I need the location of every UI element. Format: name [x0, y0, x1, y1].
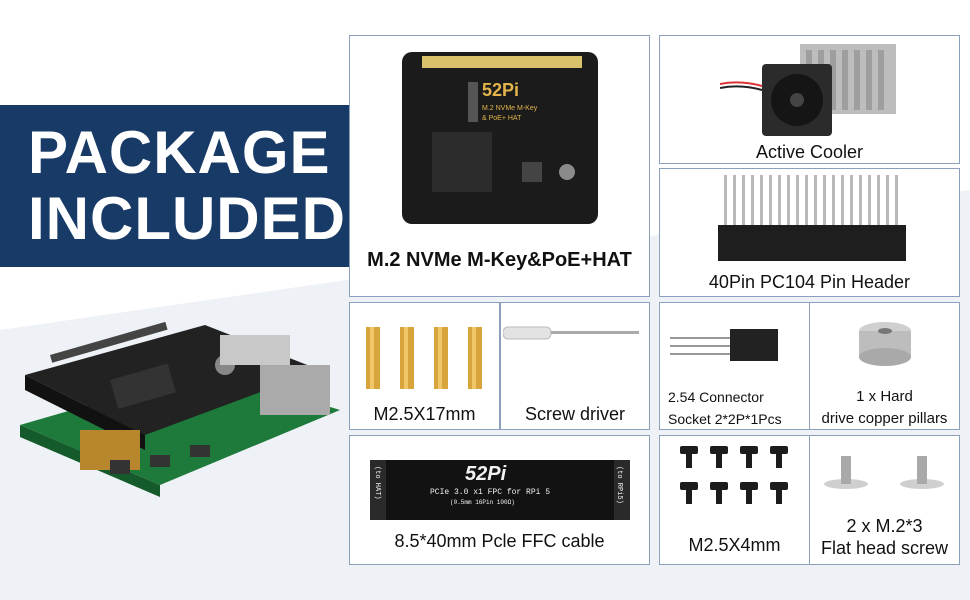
- pin-header-box: 40Pin PC104 Pin Header: [659, 168, 960, 297]
- copper-pillar-box: 1 x Hard drive copper pillars: [809, 302, 960, 430]
- active-cooler-image: [720, 44, 896, 136]
- flat-screw-line-2: Flat head screw: [820, 538, 949, 558]
- hat-board-image: 52Pi M.2 NVMe M-Key & PoE+ HAT: [402, 52, 598, 224]
- standoffs-box: M2.5X17mm: [349, 302, 500, 430]
- flat-head-screws-box: 2 x M.2*3 Flat head screw: [809, 435, 960, 565]
- connector-socket-box: 2.54 Connector Socket 2*2P*1Pcs: [659, 302, 810, 430]
- connector-line-1: 2.54 Connector: [668, 389, 764, 405]
- connector-socket-image: [670, 329, 778, 361]
- connector-line-2: Socket 2*2P*1Pcs: [668, 411, 782, 427]
- ffc-subtext: (0.5mm 16Pin 100Ω): [450, 499, 515, 506]
- banner-line-2: INCLUDED: [28, 185, 346, 252]
- banner-line-1: PACKAGE: [28, 119, 331, 186]
- hat-board-sub2: & PoE+ HAT: [482, 115, 522, 122]
- ffc-brand: 52Pi: [465, 463, 507, 485]
- hat-board-brand: 52Pi: [482, 80, 519, 100]
- screws-box: M2.5X4mm: [659, 435, 810, 565]
- ffc-end-right: (to RPi5): [615, 466, 623, 504]
- copper-pillar-image: [859, 322, 911, 366]
- standoff-label: M2.5X17mm: [373, 404, 476, 424]
- pillar-line-2: drive copper pillars: [821, 410, 948, 427]
- screws-label: M2.5X4mm: [688, 535, 781, 555]
- screwdriver-box: Screw driver: [500, 302, 650, 430]
- hat-board-box: 52Pi M.2 NVMe M-Key & PoE+ HAT M.2 NVMe …: [349, 35, 650, 297]
- hat-label: M.2 NVMe M-Key&PoE+HAT: [367, 249, 632, 271]
- active-cooler-box: Active Cooler: [659, 35, 960, 164]
- assembled-board-image: [20, 321, 340, 497]
- screws-image: [680, 446, 788, 504]
- ffc-end-left: (to HAT): [373, 466, 381, 500]
- ffc-cable-box: 52Pi PCIe 3.0 x1 FPC for RPi 5 (0.5mm 16…: [349, 435, 650, 565]
- package-banner: PACKAGE INCLUDED: [0, 105, 350, 267]
- brass-standoffs-image: [366, 327, 482, 389]
- flat-head-screws-image: [824, 456, 944, 489]
- cooler-label: Active Cooler: [755, 142, 864, 162]
- ffc-label: 8.5*40mm Pcle FFC cable: [394, 531, 605, 551]
- pillar-line-1: 1 x Hard: [856, 388, 913, 405]
- ffc-cable-image: 52Pi PCIe 3.0 x1 FPC for RPi 5 (0.5mm 16…: [370, 460, 630, 520]
- hat-board-sub1: M.2 NVMe M-Key: [482, 105, 538, 112]
- header-label: 40Pin PC104 Pin Header: [708, 272, 911, 292]
- screwdriver-label: Screw driver: [524, 404, 626, 424]
- flat-screw-line-1: 2 x M.2*3: [846, 516, 923, 536]
- pin-header-image: [718, 175, 906, 261]
- screwdriver-image: [503, 326, 639, 340]
- ffc-text: PCIe 3.0 x1 FPC for RPi 5: [430, 488, 550, 497]
